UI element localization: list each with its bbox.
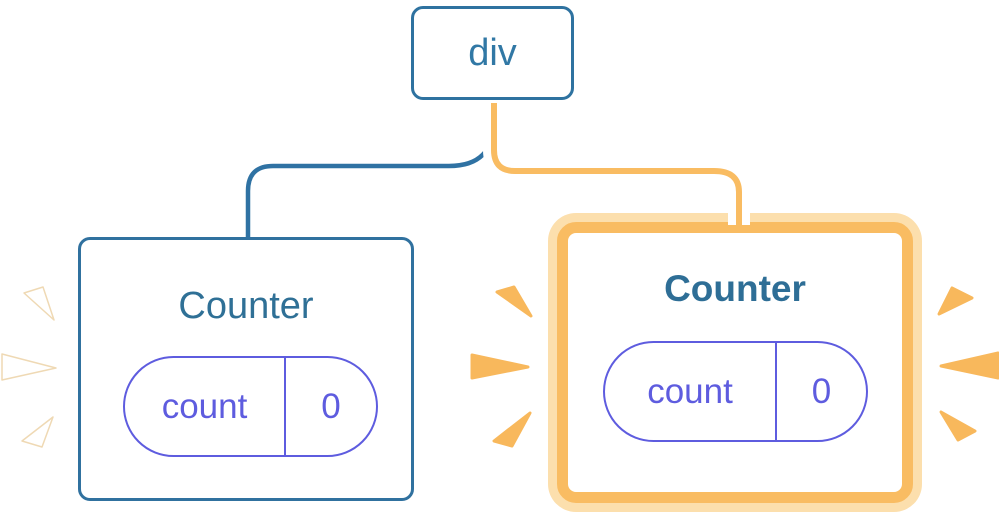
state-pill: count 0 (603, 341, 868, 442)
spark-icon (939, 351, 999, 380)
spark-icon (939, 410, 977, 442)
component-title: Counter (664, 268, 806, 309)
state-pill: count 0 (123, 356, 378, 457)
state-value: 0 (321, 386, 341, 426)
counter-card-right: Counter count 0 (557, 222, 913, 503)
state-key: count (125, 358, 286, 455)
left-counter-sparks (1, 286, 57, 448)
spark-icon (470, 353, 530, 380)
spark-icon (21, 416, 54, 448)
edge-highlight-casing (483, 103, 750, 225)
state-key: count (605, 343, 777, 440)
node-div-label: div (468, 31, 517, 74)
spark-icon (1, 353, 57, 381)
counter-card-right-glow: Counter count 0 (548, 213, 922, 512)
right-counter-sparks-right (937, 286, 999, 442)
right-counter-sparks-left (470, 285, 533, 448)
counter-card-left: Counter count 0 (78, 237, 414, 501)
edge-div-to-left-counter (245, 103, 497, 239)
spark-icon (495, 285, 533, 318)
node-div: div (411, 6, 574, 100)
spark-icon (937, 286, 974, 316)
component-title: Counter (178, 285, 314, 327)
spark-icon (492, 411, 532, 448)
state-value: 0 (811, 371, 832, 411)
spark-icon (23, 286, 55, 321)
